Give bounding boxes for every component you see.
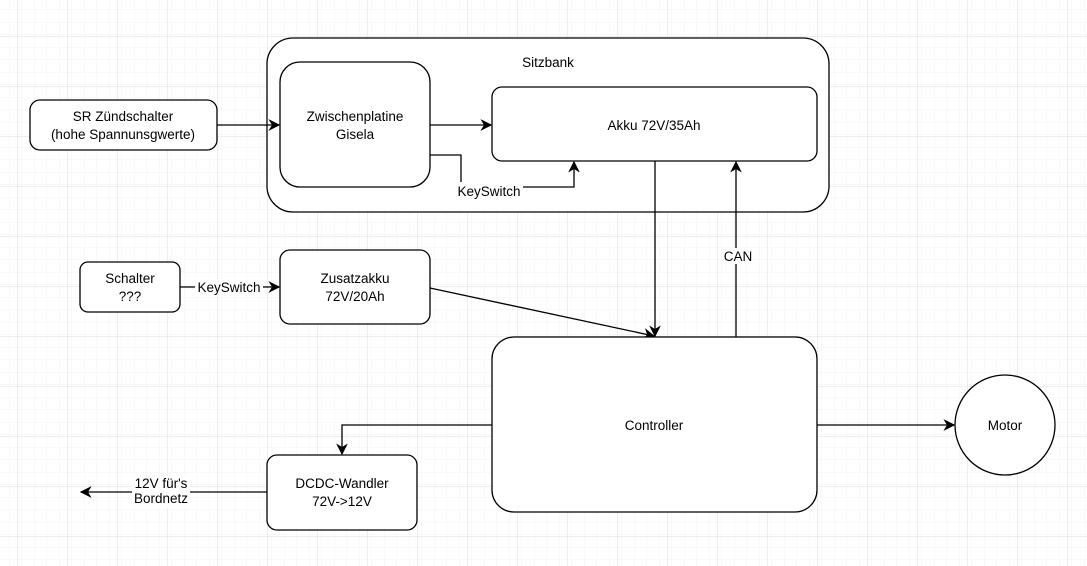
akku-label: Akku 72V/35Ah xyxy=(607,118,700,133)
zusatzakku-line1: Zusatzakku xyxy=(320,271,389,286)
sr-zuendschalter-line2: (hohe Spannunsgwerte) xyxy=(51,127,195,142)
motor-label: Motor xyxy=(988,418,1023,433)
node-zwischenplatine[interactable]: Zwischenplatine Gisela xyxy=(279,61,431,188)
node-motor[interactable]: Motor xyxy=(954,374,1056,476)
controller-label: Controller xyxy=(625,418,684,433)
node-dcdc[interactable]: DCDC-Wandler 72V->12V xyxy=(266,454,418,531)
node-schalter[interactable]: Schalter ??? xyxy=(79,261,181,313)
dcdc-line1: DCDC-Wandler xyxy=(295,476,389,491)
node-zusatzakku[interactable]: Zusatzakku 72V/20Ah xyxy=(279,249,431,325)
edge-controller-to-dcdc[interactable] xyxy=(336,424,492,456)
keyswitch-label-schalter: KeySwitch xyxy=(197,280,260,295)
bordnetz-label-line1: 12V für's xyxy=(135,476,188,491)
node-sr-zuendschalter[interactable]: SR Zündschalter (hohe Spannunsgwerte) xyxy=(29,99,218,151)
node-controller[interactable]: Controller xyxy=(491,336,818,513)
node-akku[interactable]: Akku 72V/35Ah xyxy=(491,86,818,162)
schalter-line2: ??? xyxy=(119,289,142,304)
zwischenplatine-line2: Gisela xyxy=(336,127,375,142)
zwischenplatine-line1: Zwischenplatine xyxy=(307,109,404,124)
schalter-line1: Schalter xyxy=(105,271,155,286)
sr-zuendschalter-line1: SR Zündschalter xyxy=(73,109,174,124)
bordnetz-label-line2: Bordnetz xyxy=(134,491,188,506)
zusatzakku-line2: 72V/20Ah xyxy=(325,289,384,304)
edge-zusatzakku-to-controller[interactable] xyxy=(429,287,656,340)
can-label: CAN xyxy=(724,249,753,264)
keyswitch-label-sitzbank: KeySwitch xyxy=(457,184,520,199)
sitzbank-label: Sitzbank xyxy=(522,55,574,70)
dcdc-line2: 72V->12V xyxy=(312,494,372,509)
